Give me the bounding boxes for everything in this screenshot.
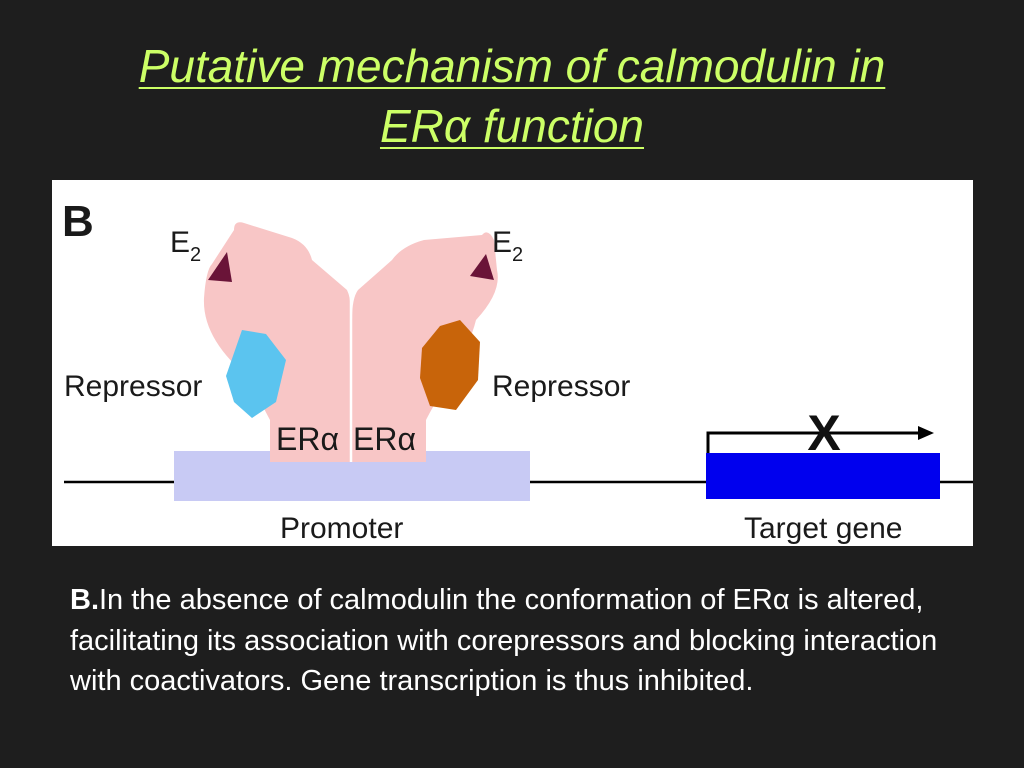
repressor-right-label: Repressor	[492, 370, 630, 403]
receptor-left	[203, 222, 351, 462]
receptor-right-label: ERα	[353, 421, 416, 457]
transcription-arrow-line	[706, 431, 920, 458]
block-mark: X	[807, 405, 840, 461]
transcription-arrow-head	[918, 426, 934, 440]
receptor-left-label: ERα	[276, 421, 339, 457]
target-gene-label: Target gene	[744, 512, 902, 545]
caption-label: B.	[70, 584, 99, 616]
repressor-right-shape	[420, 320, 480, 410]
repressor-left-shape	[226, 330, 286, 418]
title-line-2: ERα function	[379, 100, 645, 152]
diagram-figure: B E2 E2 Repressor Repressor ERα ERα Prom…	[52, 180, 973, 546]
ligand-left-label: E2	[170, 226, 201, 266]
title-line-1: Putative mechanism of calmodulin in	[138, 40, 886, 92]
slide-title: Putative mechanism of calmodulin in ERα …	[40, 36, 984, 156]
panel-label: B	[62, 197, 94, 246]
target-gene-box	[706, 453, 940, 499]
diagram-svg: B E2 E2 Repressor Repressor ERα ERα Prom…	[62, 197, 973, 545]
caption: B.In the absence of calmodulin the confo…	[70, 580, 970, 702]
ligand-left-triangle	[208, 252, 232, 282]
promoter-label: Promoter	[280, 512, 403, 545]
repressor-left-label: Repressor	[64, 370, 202, 403]
caption-text: In the absence of calmodulin the conform…	[70, 584, 938, 697]
ligand-right-triangle	[470, 254, 494, 280]
ligand-right-label: E2	[492, 226, 523, 266]
